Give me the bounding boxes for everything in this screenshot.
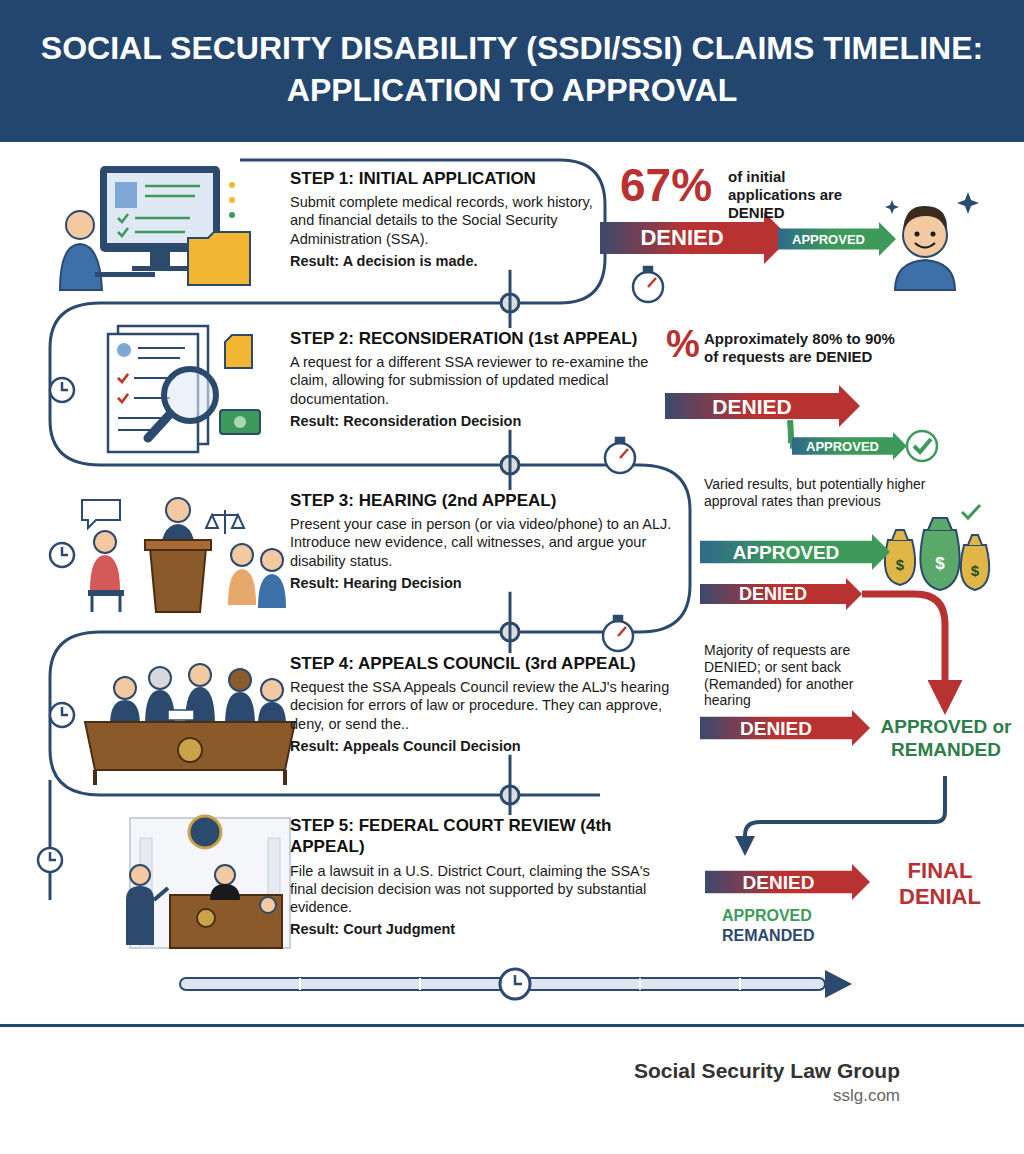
stat-note: Varied results, but potentially higher a… [704,476,949,510]
stopwatch-icons [603,267,663,651]
step-box: STEP 2: RECONSIDERATION (1st APPEAL) A re… [290,328,660,430]
step-box: STEP 1: INITIAL APPLICATION Submit comple… [290,168,595,270]
currency-sign: $ [890,556,910,574]
step-connector [509,755,512,815]
step-result: Result: Court Judgment [290,920,680,938]
winding-path-tail [49,780,52,900]
footer-url: sslg.com [540,1086,900,1106]
step-heading: STEP 1: INITIAL APPLICATION [290,168,595,189]
outcome-text: DENIED [743,873,815,892]
step-connector [509,270,512,328]
hearing-illustration [82,498,286,612]
timeline-bar [180,969,852,999]
remand-arrow [862,594,945,708]
clock-icons [38,378,74,872]
application-illustration [60,166,250,290]
court-illustration [126,816,290,948]
winding-path [50,160,690,795]
outcome-arrow: APPROVED [778,222,896,256]
step-description: File a lawsuit in a U.S. District Court,… [290,862,680,916]
step-description: Present your case in person (or via vide… [290,515,680,569]
outcome-arrow: DENIED [705,864,870,900]
step-result: Result: A decision is made. [290,252,595,270]
step-box: STEP 5: FEDERAL COURT REVIEW (4th APPEAL… [290,815,680,938]
step-description: Submit complete medical records, work hi… [290,193,595,247]
currency-sign: $ [965,562,985,580]
step-heading: STEP 3: HEARING (2nd APPEAL) [290,490,680,511]
approved-person-icon [885,192,979,290]
outcome-arrow: APPROVED [700,534,890,570]
footer-rule [0,1024,1024,1027]
step-heading: STEP 2: RECONSIDERATION (1st APPEAL) [290,328,660,349]
step-box: STEP 3: HEARING (2nd APPEAL) Present your… [290,490,680,592]
outcome-label: REMANDED [722,926,814,945]
step-description: Request the SSA Appeals Council review t… [290,678,680,732]
reconsideration-illustration [108,326,260,452]
outcome-text: DENIED [740,719,812,738]
money-bags [885,505,989,590]
header-band [0,0,1024,142]
remand-return-arrow [745,776,945,852]
step-connector [509,430,512,490]
step-result: Result: Hearing Decision [290,574,680,592]
stat-note: of initial applications are DENIED [728,168,853,222]
stat-note: Majority of requests are DENIED; or sent… [704,642,879,709]
step-heading: STEP 4: APPEALS COUNCIL (3rd APPEAL) [290,653,680,674]
footer-brand: Social Security Law Group [540,1058,900,1083]
outcome-arrow: APPROVED [792,432,907,460]
outcome-text: APPROVED [806,440,879,453]
outcome-text: DENIED [640,227,723,249]
outcome-text: DENIED [739,585,807,603]
outcome-text: APPROVED [792,233,865,246]
outcome-label: APPROVED or REMANDED [880,716,1012,762]
outcome-arrow: DENIED [700,710,870,746]
step-box: STEP 4: APPEALS COUNCIL (3rd APPEAL) Requ… [290,653,680,755]
check-icon [790,420,937,461]
outcome-text: APPROVED [733,543,840,562]
outcome-label: APPROVED [722,906,812,925]
stat-note: Approximately 80% to 90% of requests are… [704,330,899,366]
currency-sign: $ [930,554,950,574]
step-description: A request for a different SSA reviewer t… [290,353,660,407]
step-connector [509,592,512,653]
step-heading: STEP 5: FEDERAL COURT REVIEW (4th APPEAL… [290,815,680,858]
outcome-label: FINAL DENIAL [880,858,1000,911]
outcome-text: DENIED [712,396,791,417]
step-result: Result: Reconsideration Decision [290,412,660,430]
stat-percent: % [666,322,700,368]
outcome-arrow: DENIED [665,385,860,427]
outcome-arrow: DENIED [700,578,862,610]
council-illustration [85,664,295,785]
title: SOCIAL SECURITY DISABILITY (SSDI/SSI) CL… [12,28,1012,111]
stat-percent: 67% [620,158,712,213]
step-result: Result: Appeals Council Decision [290,737,680,755]
